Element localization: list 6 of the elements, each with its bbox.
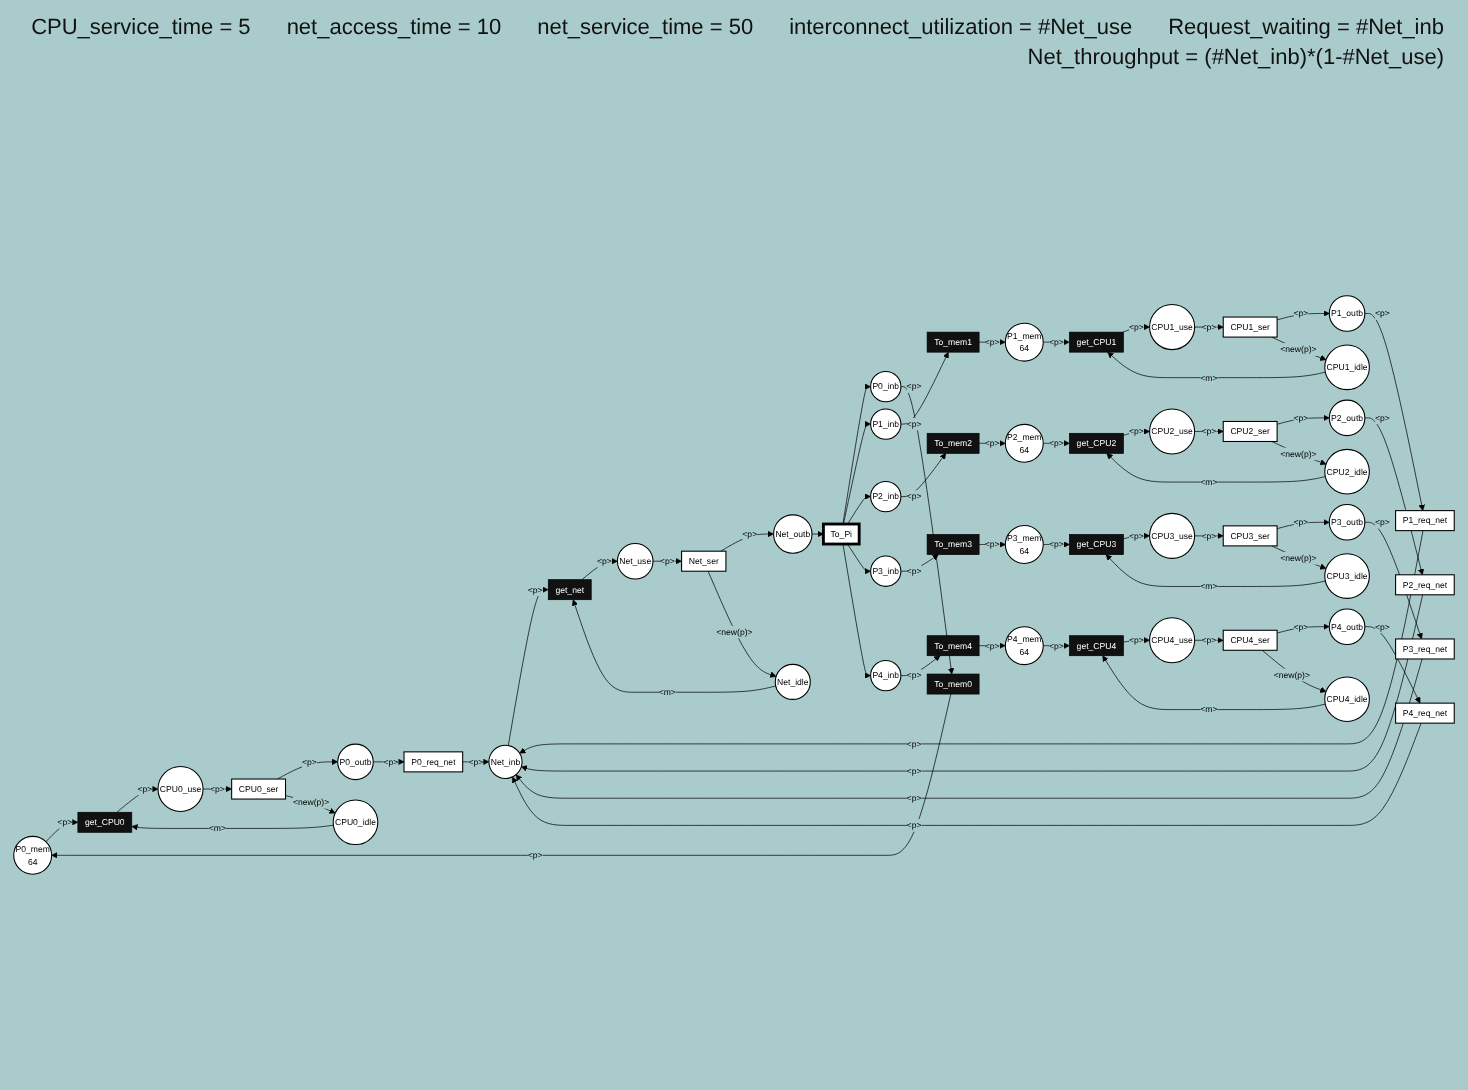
definition-text: Request_waiting = #Net_inb <box>1168 16 1444 40</box>
definition-text: CPU_service_time = 5 <box>31 16 251 40</box>
definition-text: net_access_time = 10 <box>286 16 502 40</box>
definition-text: Net_throughput = (#Net_inb)*(1-#Net_use) <box>1027 46 1444 70</box>
definition-text: interconnect_utilization = #Net_use <box>789 16 1133 40</box>
definition-text: net_service_time = 50 <box>537 16 754 40</box>
